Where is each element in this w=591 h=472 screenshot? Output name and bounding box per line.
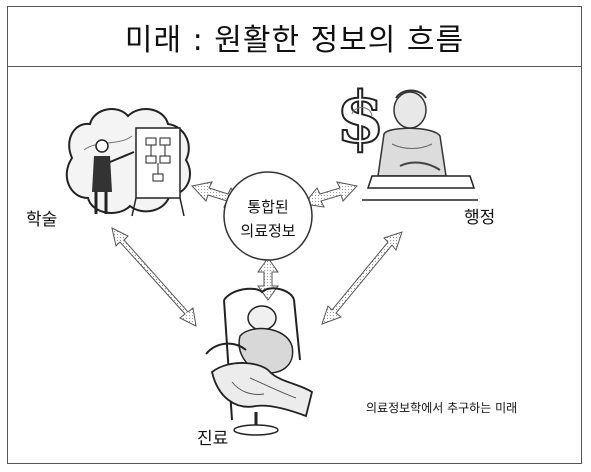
hub-label-line1: 통합된 <box>247 198 289 216</box>
arrow-admin-clinical <box>321 231 403 325</box>
svg-text:$: $ <box>336 76 385 159</box>
dollar-sign-businessman-icon: $ <box>335 75 478 201</box>
node-label-academic: 학술 <box>26 210 58 230</box>
arrow-hub-clinical <box>257 257 279 301</box>
node-label-admin: 행정 <box>464 208 496 228</box>
slide-title: 미래 : 원활한 정보의 흐름 <box>7 6 582 67</box>
hub-circle <box>223 171 313 261</box>
presenter-at-flowchart-board-icon <box>65 108 191 217</box>
node-label-clinical: 진료 <box>197 429 229 449</box>
arrow-academic-clinical <box>111 227 197 327</box>
caption-text: 의료정보학에서 추구하는 미래 <box>366 401 518 415</box>
doctor-patient-chair-icon <box>205 287 314 436</box>
hub-label: 통합된 의료정보 <box>224 195 312 243</box>
hub-label-line2: 의료정보 <box>240 222 296 240</box>
